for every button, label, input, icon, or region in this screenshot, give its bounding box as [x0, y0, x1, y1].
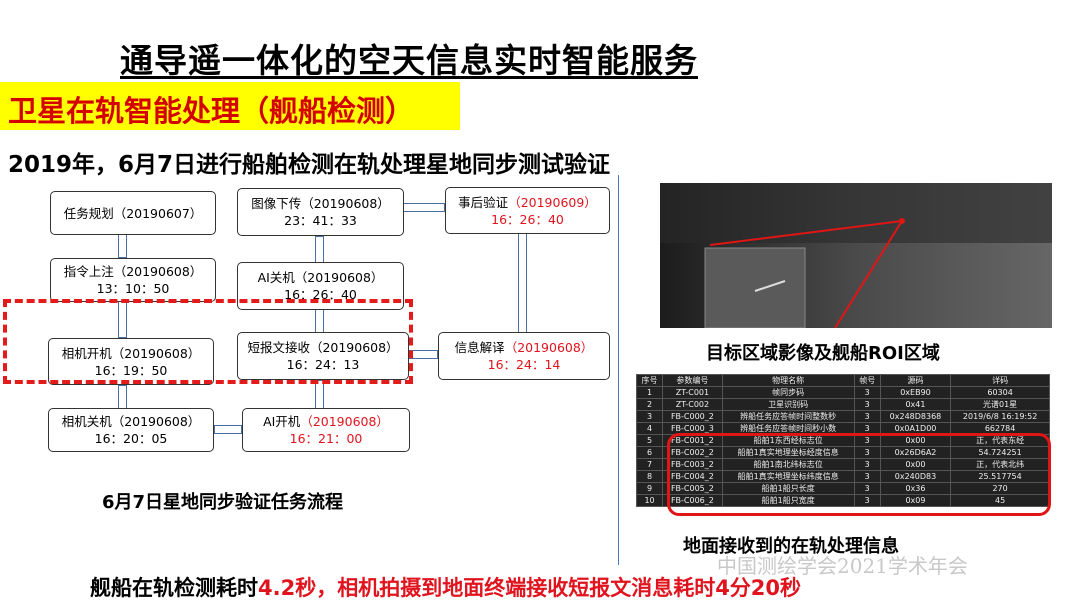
table-cell: 45 [950, 494, 1050, 507]
table-cell: 8 [635, 470, 664, 483]
node-date: （20190608） [300, 414, 389, 429]
highlight-dashed-frame [3, 299, 413, 384]
table-cell: 9 [635, 482, 664, 495]
table-cell: 卫星识别码 [721, 398, 855, 411]
flow-node: 任务规划（20190607） [50, 191, 216, 235]
table-cell: 光谱01星 [950, 398, 1050, 411]
table-cell: 3 [635, 410, 664, 423]
highlight-ring [667, 433, 1051, 516]
table-cell: 辨船任务应答帧时间整数秒 [721, 410, 855, 423]
node-time: 16：19：50 [94, 362, 168, 378]
arrow-up [315, 236, 324, 263]
satellite-image [660, 183, 1052, 328]
flow-node: 信息解译（20190608） 16：24：14 [438, 332, 610, 380]
table-cell: 2 [635, 398, 664, 411]
node-date: （20190608） [504, 340, 594, 355]
slide-title: 通导遥一体化的空天信息实时智能服务 [120, 41, 698, 80]
node-label: 任务规划（20190607） [63, 205, 203, 221]
flow-node: 事后验证（20190609）16：26：40 [445, 187, 610, 234]
node-date: （20190609） [508, 194, 597, 210]
node-label: 短报文接收（20190608） [247, 340, 399, 355]
flow-node: 图像下传（20190608） 23：41：33 [237, 188, 404, 236]
watermark: 中国测绘学会2021学术年会 [717, 554, 968, 578]
flow-node: 短报文接收（20190608） 16：24：13 [237, 332, 409, 380]
node-label: 信息解译 [454, 340, 505, 355]
table-cell: 0x248D8368 [879, 410, 952, 423]
column-header: 参数编号 [662, 374, 723, 387]
flow-node: 相机关机（20190608） 16：20：05 [48, 408, 214, 452]
section-highlight [0, 82, 460, 130]
table-cell: 60304 [950, 386, 1050, 399]
table-cell: 3 [853, 386, 881, 399]
table-cell: 7 [635, 458, 664, 471]
table-cell: 1 [635, 386, 664, 399]
table-cell: 5 [635, 434, 664, 447]
conclusion: 舰船在轨检测耗时4.2秒，相机拍摄到地面终端接收短报文消息耗时4分20秒 [90, 572, 801, 602]
column-header: 详码 [950, 374, 1050, 387]
table-cell: 3 [853, 410, 881, 423]
table-cell: ZT-C001 [662, 386, 723, 399]
column-header: 源码 [879, 374, 952, 387]
node-time: 23：41：33 [284, 213, 357, 228]
conclusion-highlight: 4.2秒，相机拍摄到地面终端接收短报文消息耗时4分20秒 [258, 576, 802, 600]
table-cell: 2019/6/8 16:19:52 [950, 410, 1050, 423]
table-cell: 4 [635, 422, 664, 435]
flow-caption: 6月7日星地同步验证任务流程 [102, 492, 344, 513]
flow-node: AI开机（20190608） 16：21：00 [242, 408, 410, 452]
arrow-up [518, 233, 527, 333]
arrow-right [214, 425, 242, 434]
table-cell: 船舶1船只宽度 [721, 494, 855, 507]
arrow-down [118, 385, 127, 409]
flow-node: 指令上注（20190608） 13：10：50 [50, 258, 216, 302]
node-label: 图像下传（20190608） [251, 196, 390, 211]
node-time: 16：21：00 [289, 431, 363, 446]
table-caption: 地面接收到的在轨处理信息 [683, 536, 899, 557]
table-cell: 帧同步码 [721, 386, 855, 399]
table-cell: 0xEB90 [879, 386, 952, 399]
node-label: 指令上注（20190608） [63, 264, 203, 279]
node-label: 相机关机（20190608） [61, 414, 201, 429]
table-cell: FB-C000_2 [662, 410, 723, 423]
image-caption: 目标区域影像及舰船ROI区域 [706, 343, 940, 364]
table-cell: 0x09 [879, 494, 952, 507]
column-header: 物理名称 [721, 374, 855, 387]
arrow-right [403, 203, 445, 212]
node-label: AI关机（20190608） [257, 270, 384, 285]
node-time: 16：26：40 [284, 287, 357, 302]
arrow-up [315, 380, 324, 409]
node-label: 事后验证 [458, 194, 509, 210]
node-label: 相机开机（20190608） [61, 345, 201, 361]
node-time: 16：26：40 [491, 211, 564, 227]
subtitle: 2019年，6月7日进行船舶检测在轨处理星地同步测试验证 [8, 152, 611, 178]
node-time: 13：10：50 [96, 281, 170, 296]
column-header: 帧号 [853, 374, 881, 387]
conclusion-text: 舰船在轨检测耗时 [90, 576, 258, 600]
node-time: 16：20：05 [94, 431, 168, 446]
node-label: AI开机 [263, 414, 301, 429]
table-cell: 6 [635, 446, 664, 459]
arrow-right [409, 350, 438, 359]
table-cell: 3 [853, 398, 881, 411]
arrow-down [118, 234, 127, 258]
node-time: 16：24：13 [286, 357, 360, 372]
section-heading: 卫星在轨智能处理（舰船检测） [8, 94, 415, 128]
table-cell: 10 [635, 494, 664, 507]
flow-node: 相机开机（20190608）16：19：50 [48, 338, 214, 385]
node-time: 16：24：14 [487, 357, 561, 372]
table-cell: 0x41 [879, 398, 952, 411]
divider [618, 175, 619, 565]
column-header: 序号 [635, 374, 664, 387]
table-cell: ZT-C002 [662, 398, 723, 411]
